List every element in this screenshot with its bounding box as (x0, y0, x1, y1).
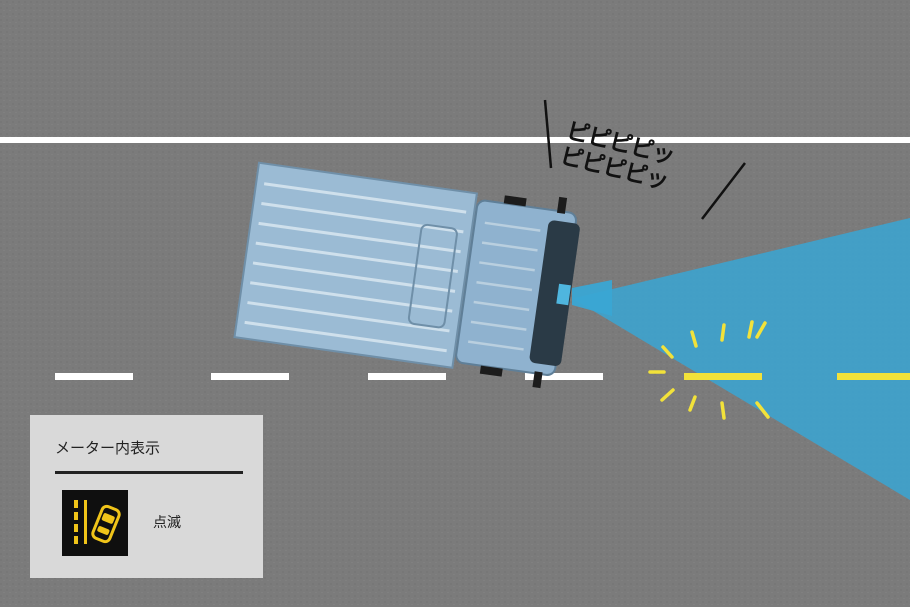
meter-display-title: メーター内表示 (55, 439, 161, 457)
front-camera (556, 283, 571, 306)
indicator-status-text: 点滅 (153, 515, 181, 531)
truck-cargo-bed (233, 161, 478, 369)
meter-display-panel: メーター内表示 点滅 (30, 415, 263, 578)
lane-departure-icon-graphic (74, 500, 121, 544)
sound-mark-right (701, 162, 746, 220)
camera-detection-beam-core (572, 280, 612, 316)
truck (233, 161, 580, 389)
panel-divider (55, 471, 243, 474)
camera-detection-beam (575, 218, 910, 500)
dashed-lane-line (55, 373, 603, 380)
sound-mark-left (543, 99, 553, 169)
solid-lane-line (0, 137, 910, 143)
lane-departure-warning-icon (62, 490, 128, 556)
truck-windshield (529, 220, 580, 366)
warning-lane-marking (684, 373, 910, 380)
mirror-right (532, 371, 543, 389)
flash-rays (648, 320, 770, 420)
mirror-left (556, 196, 568, 214)
truck-bed-ribs (244, 182, 467, 353)
